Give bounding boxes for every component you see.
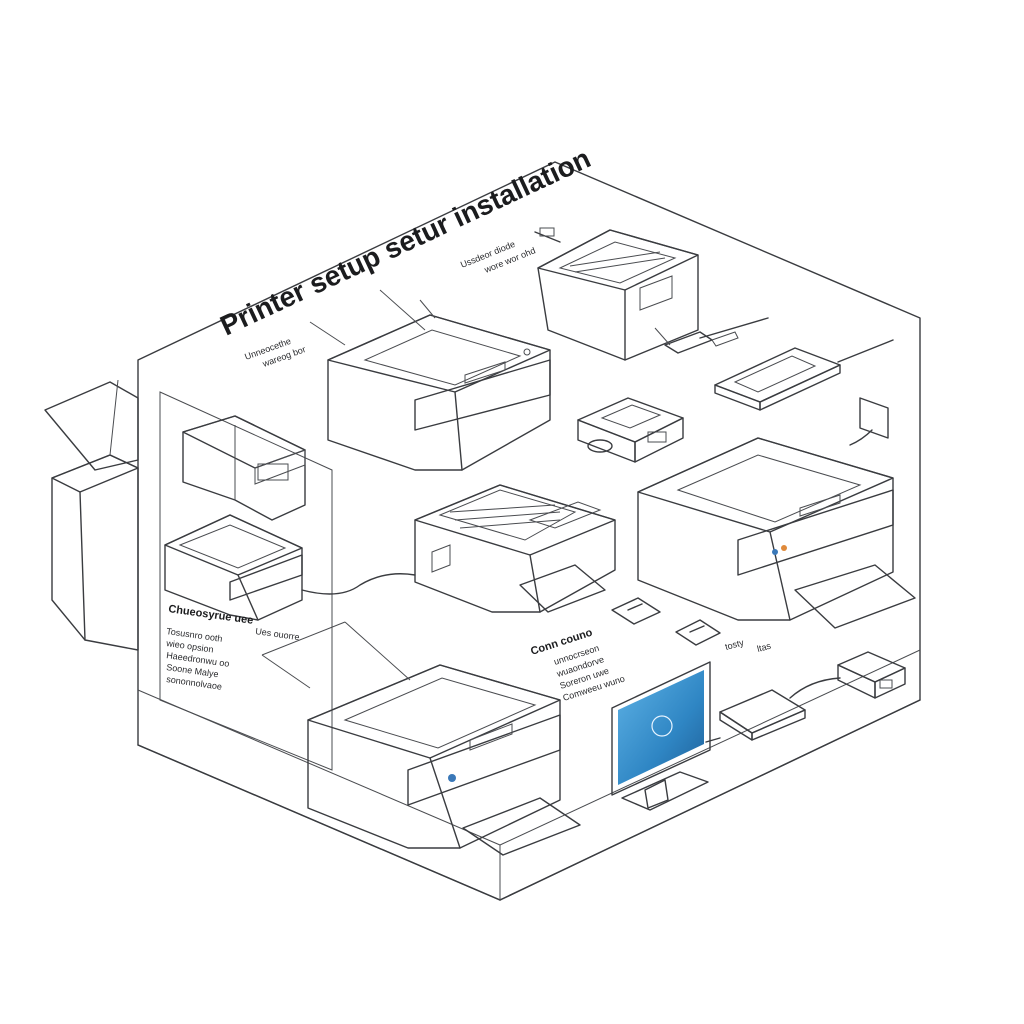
panel-printer-small (182, 415, 306, 521)
printer-center-open (414, 484, 616, 613)
panel-printer-medium (164, 514, 303, 621)
printer-top-right (534, 227, 699, 361)
computer-monitor (611, 661, 721, 811)
printer-top-center (309, 289, 551, 471)
small-label-1: tosty (724, 637, 745, 652)
connector-small-2 (675, 619, 721, 646)
power-adapter (837, 651, 906, 699)
panel-cable (301, 573, 416, 595)
isometric-frame (137, 161, 921, 901)
external-drive (719, 677, 841, 741)
router-device (714, 339, 894, 411)
wall-outlet (849, 397, 889, 446)
small-label-2: ltas (756, 641, 773, 654)
printer-right-large (637, 437, 916, 629)
left-inset-panel (159, 391, 333, 771)
printer-outside-left (44, 379, 139, 651)
diagram-title: Printer setup setur installation (215, 142, 595, 341)
panel-heading: Chueosyrue uee (168, 603, 254, 627)
panel-note: Ues ouorre (255, 626, 300, 642)
usb-cable-top (654, 317, 769, 354)
network-hub (577, 397, 684, 463)
connector-small-1 (611, 597, 661, 625)
printer-bottom-large (261, 621, 581, 856)
